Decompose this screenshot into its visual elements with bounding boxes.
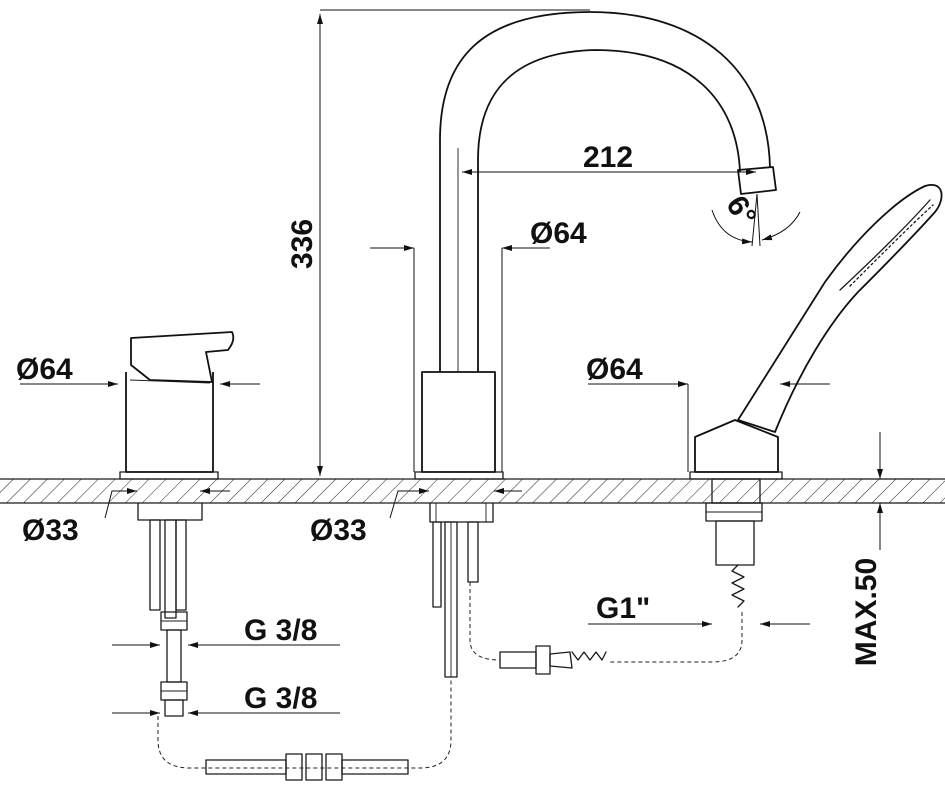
mixer-body: [125, 372, 214, 473]
hose-segment-left: [205, 759, 287, 775]
hand-shower-nozzle-line: [839, 199, 931, 291]
mixer-hose-lower: [166, 629, 182, 683]
spout-base-body: [421, 371, 496, 473]
dim-diameter-hole-mixer: Ø33: [22, 514, 79, 547]
dim-spout-angle: 6°: [719, 190, 762, 232]
mixer-outlet: [164, 699, 184, 717]
dim-thread-lower: G 3/8: [244, 682, 317, 715]
shower-holder-flange: [689, 471, 783, 480]
spout-stud: [432, 521, 442, 608]
dim-thread-upper: G 3/8: [244, 614, 317, 647]
shower-hose-path: [610, 612, 743, 663]
mixer-fixing-nut: [137, 502, 203, 521]
spout-outer-contour: [439, 11, 771, 372]
hose-segment-right: [341, 759, 409, 775]
spout-base-flange: [414, 471, 504, 480]
dim-height-total: 336: [286, 219, 319, 269]
dim-diameter-mixer: Ø64: [16, 353, 73, 386]
hand-shower-body: [737, 184, 943, 433]
hand-shower-assembly: [469, 184, 943, 675]
dim-spout-reach: 212: [583, 141, 633, 174]
spout-assembly: [414, 11, 777, 678]
dim-thread-shower: G1": [596, 592, 650, 625]
shower-hose-fitting-spiral: [571, 651, 607, 661]
dimension-lines: [20, 9, 930, 716]
dim-diameter-hole-spout: Ø33: [310, 514, 367, 547]
mixer-hose: [164, 519, 177, 619]
mixer-assembly: [119, 331, 235, 717]
mixer-stud: [149, 519, 161, 611]
dim-diameter-shower-holder: Ø64: [586, 353, 643, 386]
spout-inner-contour: [477, 49, 741, 372]
mixer-flange: [119, 471, 219, 480]
mixer-lever: [130, 331, 235, 383]
shower-coupling-body: [715, 520, 755, 566]
shower-hose-spiral: [731, 564, 745, 608]
spout-pipe-short: [467, 521, 479, 583]
spout-aerator: [737, 166, 777, 195]
dim-max-deck-thickness: MAX.50: [850, 558, 883, 666]
spout-fixing-nut: [429, 502, 494, 523]
connecting-hose: [157, 677, 452, 781]
dim-diameter-spout-body: Ø64: [530, 217, 587, 250]
mixer-stud-2: [175, 519, 187, 611]
deck-section: [0, 478, 945, 504]
shower-holder: [694, 419, 779, 473]
